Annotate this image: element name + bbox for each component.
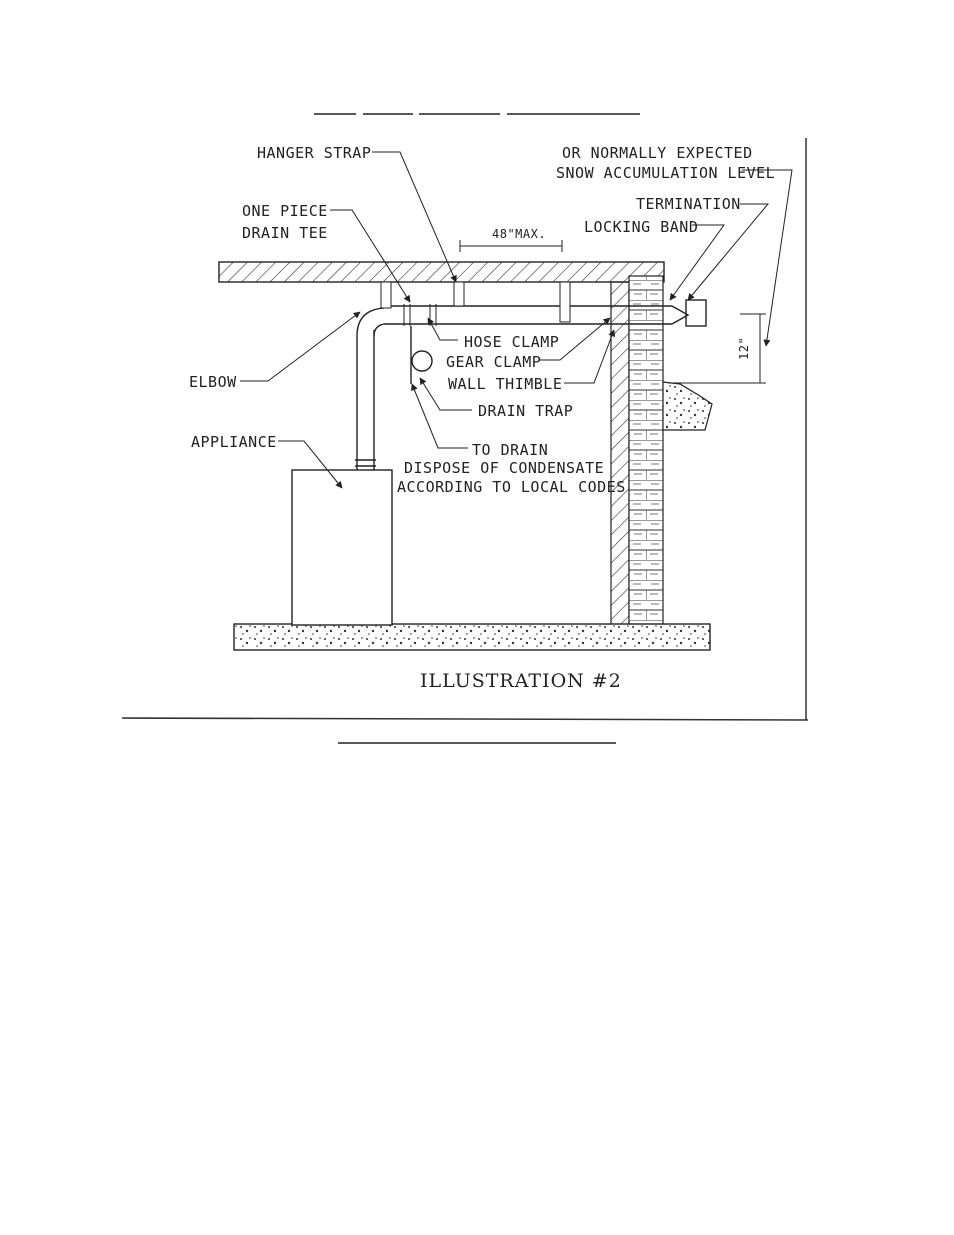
wall-inner [611,282,629,627]
label-dispose-line1: DISPOSE OF CONDENSATE [404,459,604,477]
appliance-box [292,470,392,625]
label-termination: TERMINATION [636,195,741,213]
termination-cap [672,300,706,326]
drain-trap [411,326,432,384]
label-drain-trap: DRAIN TRAP [478,402,573,420]
label-hose-clamp: HOSE CLAMP [464,333,559,351]
label-12-in: 12" [737,337,751,360]
brick-wall [629,276,663,627]
label-dispose-line2: ACCORDING TO LOCAL CODES [397,478,626,496]
elbow-fitting [357,308,384,336]
label-wall-thimble: WALL THIMBLE [448,375,562,393]
label-gear-clamp: GEAR CLAMP [446,353,541,371]
vent-riser [355,330,376,470]
floor-slab [234,624,710,650]
label-48-max: 48"MAX. [492,227,546,241]
label-snow-line2: SNOW ACCUMULATION LEVEL [556,164,775,182]
label-appliance: APPLIANCE [191,433,277,451]
label-locking-band: LOCKING BAND [584,218,698,236]
hanger-straps [381,282,570,322]
max-dimension-line [460,240,562,252]
label-drain-tee: DRAIN TEE [242,224,328,242]
label-to-drain: TO DRAIN [472,441,548,459]
label-elbow: ELBOW [189,373,237,391]
label-one-piece: ONE PIECE [242,202,328,220]
twelve-inch-dimension [668,314,766,383]
label-snow-line1: OR NORMALLY EXPECTED [562,144,753,162]
illustration-caption: ILLUSTRATION #2 [420,670,622,692]
outside-grade [663,382,712,430]
label-hanger-strap: HANGER STRAP [257,144,371,162]
ceiling-joist [219,262,664,282]
